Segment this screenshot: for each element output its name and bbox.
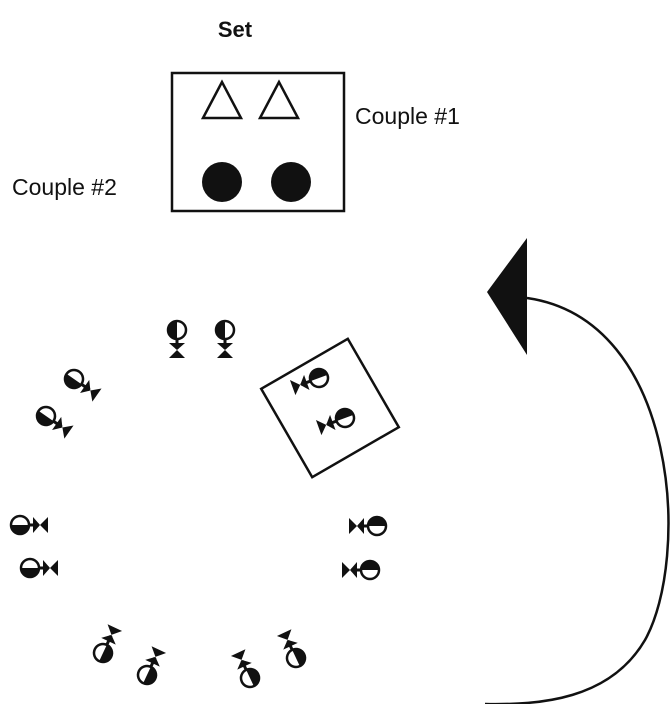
dancer-symbol: [347, 515, 388, 537]
highlighted-set-box: [259, 337, 401, 479]
couple2-label: Couple #2: [12, 174, 117, 200]
dancer-ring: [9, 319, 388, 692]
rotation-arrowhead-icon: [487, 238, 527, 355]
couple2-circle-left-icon: [202, 162, 242, 202]
dancer-symbol: [19, 557, 60, 579]
dancer-symbol: [340, 559, 381, 581]
dancer-symbol: [166, 319, 188, 360]
dancer-symbol: [214, 319, 236, 360]
set-legend-box: [170, 71, 346, 213]
dancer-symbol: [133, 644, 169, 689]
dancer-symbol: [288, 364, 333, 398]
dancer-symbol: [89, 622, 125, 667]
couple1-triangle-left-icon: [200, 79, 244, 120]
couple1-triangle-right-icon: [257, 79, 301, 120]
rotation-arc: [485, 296, 670, 704]
couple2-circle-right-icon: [271, 162, 311, 202]
dancer-symbol: [9, 514, 50, 536]
dancer-symbol: [31, 401, 76, 441]
dancer-symbol: [228, 647, 264, 692]
set-title: Set: [218, 17, 253, 42]
dancer-symbol: [314, 404, 359, 438]
dancer-symbol: [59, 364, 104, 404]
couple1-label: Couple #1: [355, 103, 460, 129]
dancer-symbol: [274, 627, 310, 672]
